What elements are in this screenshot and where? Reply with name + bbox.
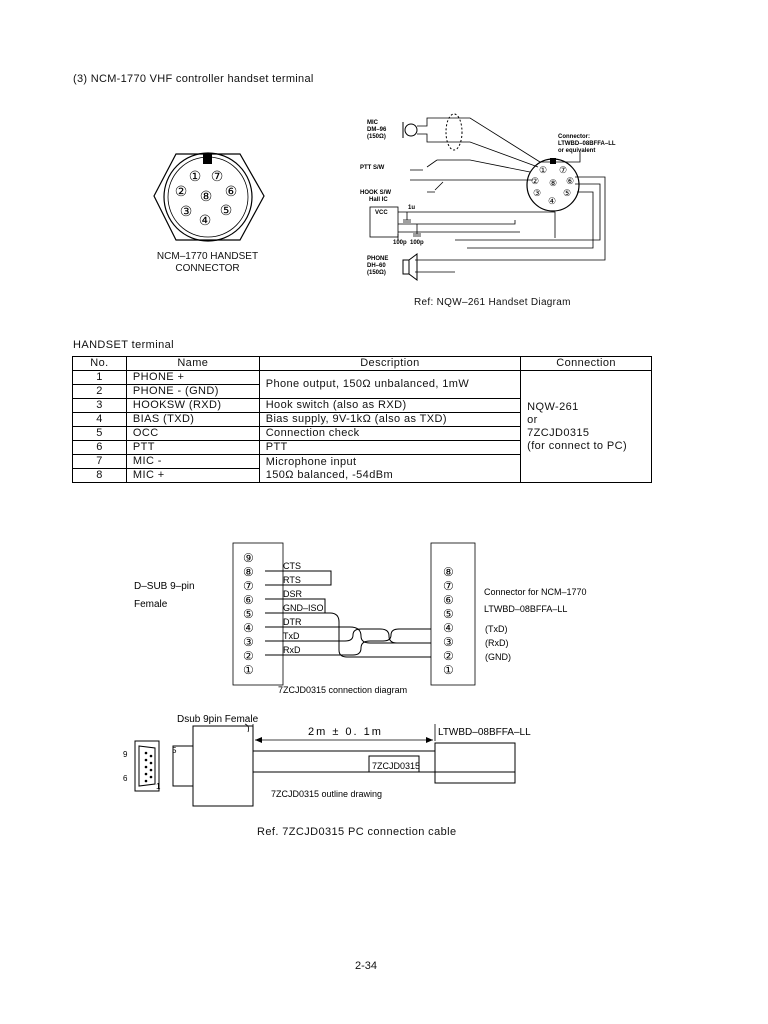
table-row: 5 OCC Connection check	[72, 426, 652, 441]
cable-label: 7ZCJD0315	[372, 761, 420, 771]
conn-pin-6: ⑥	[225, 183, 238, 199]
svg-text:③: ③	[443, 635, 454, 649]
svg-text:Connector for NCM–1770: Connector for NCM–1770	[484, 587, 587, 597]
svg-text:④: ④	[548, 196, 556, 206]
conn-pin-1: ①	[189, 168, 202, 184]
conn-pin-4: ④	[199, 212, 212, 228]
svg-text:②: ②	[443, 649, 454, 663]
svg-text:⑦: ⑦	[243, 579, 254, 593]
outline-drawing: Dsub 9pin Female 9 5 6 1 7ZCJD0315 2m ± …	[123, 714, 531, 807]
length-dimension: 2m ± 0. 1m	[308, 726, 383, 738]
table-header-row: No. Name Description Connection	[72, 356, 652, 371]
svg-text:LTWBD–08BFFA–LL: LTWBD–08BFFA–LL	[484, 604, 567, 614]
svg-text:CTS: CTS	[283, 561, 301, 571]
svg-text:⑧: ⑧	[549, 178, 557, 188]
svg-text:DM–96: DM–96	[367, 127, 387, 133]
outline-right-label: LTWBD–08BFFA–LL	[438, 727, 531, 738]
svg-text:Connector:: Connector:	[558, 134, 590, 140]
svg-text:Female: Female	[134, 599, 168, 610]
svg-text:④: ④	[443, 621, 454, 635]
handset-terminal-table: No. Name Description Connection 1 PHONE …	[72, 356, 652, 483]
dsub-label: D–SUB 9–pin	[134, 581, 195, 592]
svg-text:①: ①	[539, 165, 547, 175]
handset-schematic: MIC DM–96 (150Ω) PTT S/W HOOK S/W Hall I…	[360, 113, 616, 281]
svg-text:⑨: ⑨	[243, 551, 254, 565]
svg-text:⑦: ⑦	[443, 579, 454, 593]
conn-pin-2: ②	[175, 183, 188, 199]
svg-text:GND–ISO: GND–ISO	[283, 603, 324, 613]
table-row: 8 MIC +	[72, 468, 652, 483]
svg-text:⑧: ⑧	[243, 565, 254, 579]
header-no: No.	[72, 356, 127, 371]
svg-text:⑤: ⑤	[243, 607, 254, 621]
outline-dsub-label: Dsub 9pin Female	[177, 714, 259, 725]
svg-text:③: ③	[243, 635, 254, 649]
svg-text:6: 6	[123, 774, 128, 783]
svg-text:⑥: ⑥	[443, 593, 454, 607]
svg-text:RxD: RxD	[283, 645, 301, 655]
svg-text:RTS: RTS	[283, 575, 301, 585]
conn-pin-5: ⑤	[220, 202, 233, 218]
svg-text:②: ②	[243, 649, 254, 663]
connection-diagram: D–SUB 9–pin Female ⑨ ⑧ ⑦ ⑥ ⑤ ④ ③ ② ① ⑧ ⑦…	[134, 542, 587, 695]
header-name: Name	[125, 356, 260, 371]
svg-text:①: ①	[243, 663, 254, 677]
svg-text:⑤: ⑤	[443, 607, 454, 621]
desc-phone: Phone output, 150Ω unbalanced, 1mW	[258, 370, 522, 399]
conn-pin-8: ⑧	[200, 188, 213, 204]
outline-caption: 7ZCJD0315 outline drawing	[271, 789, 382, 799]
connection-diagram-caption: 7ZCJD0315 connection diagram	[278, 685, 407, 695]
svg-text:PHONE: PHONE	[367, 256, 388, 262]
svg-text:⑤: ⑤	[563, 188, 571, 198]
svg-text:(RxD): (RxD)	[485, 638, 509, 648]
table-row: 6 PTT PTT	[72, 440, 652, 455]
svg-text:(TxD): (TxD)	[485, 624, 508, 634]
svg-text:(150Ω): (150Ω)	[367, 134, 386, 140]
conn-pin-7: ⑦	[211, 168, 224, 184]
connector-caption: NCM–1770 HANDSET CONNECTOR	[156, 251, 259, 274]
table-row: 7 MIC - Microphone input 150Ω balanced, …	[72, 454, 652, 483]
svg-text:⑥: ⑥	[566, 176, 574, 186]
svg-text:1u: 1u	[408, 205, 415, 211]
svg-text:Hall IC: Hall IC	[369, 197, 388, 203]
svg-text:LTWBD–08BFFA–LL: LTWBD–08BFFA–LL	[558, 141, 616, 147]
svg-text:PTT S/W: PTT S/W	[360, 165, 385, 171]
desc-mic: Microphone input 150Ω balanced, -54dBm	[258, 454, 522, 483]
conn-pin-3: ③	[180, 203, 193, 219]
header-description: Description	[258, 356, 522, 371]
pc-cable-ref-caption: Ref. 7ZCJD0315 PC connection cable	[257, 826, 457, 838]
svg-text:⑧: ⑧	[443, 565, 454, 579]
svg-text:⑥: ⑥	[243, 593, 254, 607]
svg-text:or equivalent: or equivalent	[558, 148, 595, 154]
svg-text:VCC: VCC	[375, 210, 388, 216]
svg-text:DH–60: DH–60	[367, 263, 386, 269]
svg-text:9: 9	[123, 750, 128, 759]
header-connection: Connection	[520, 356, 652, 371]
svg-text:⑦: ⑦	[559, 165, 567, 175]
svg-text:(GND): (GND)	[485, 652, 511, 662]
svg-text:HOOK S/W: HOOK S/W	[360, 190, 391, 196]
section-title: (3) NCM-1770 VHF controller handset term…	[73, 73, 314, 85]
svg-text:③: ③	[533, 188, 541, 198]
svg-text:DTR: DTR	[283, 617, 302, 627]
svg-text:MIC: MIC	[367, 120, 379, 126]
connection-cell: NQW-261 or 7ZCJD0315 (for connect to PC)	[520, 370, 652, 483]
page-number: 2-34	[355, 960, 378, 972]
svg-text:TxD: TxD	[283, 631, 300, 641]
svg-text:100p: 100p	[410, 240, 424, 246]
svg-text:(150Ω): (150Ω)	[367, 270, 386, 276]
svg-text:5: 5	[172, 746, 177, 755]
table-row: 1 PHONE + Phone output, 150Ω unbalanced,…	[72, 370, 652, 483]
table-title: HANDSET terminal	[73, 339, 174, 351]
svg-text:DSR: DSR	[283, 589, 303, 599]
svg-text:100p: 100p	[393, 240, 407, 246]
svg-text:①: ①	[443, 663, 454, 677]
svg-text:④: ④	[243, 621, 254, 635]
svg-text:②: ②	[531, 176, 539, 186]
handset-diagram-ref: Ref: NQW–261 Handset Diagram	[414, 297, 571, 308]
handset-connector-drawing: ① ⑦ ② ⑧ ⑥ ③ ⑤ ④	[153, 152, 265, 242]
